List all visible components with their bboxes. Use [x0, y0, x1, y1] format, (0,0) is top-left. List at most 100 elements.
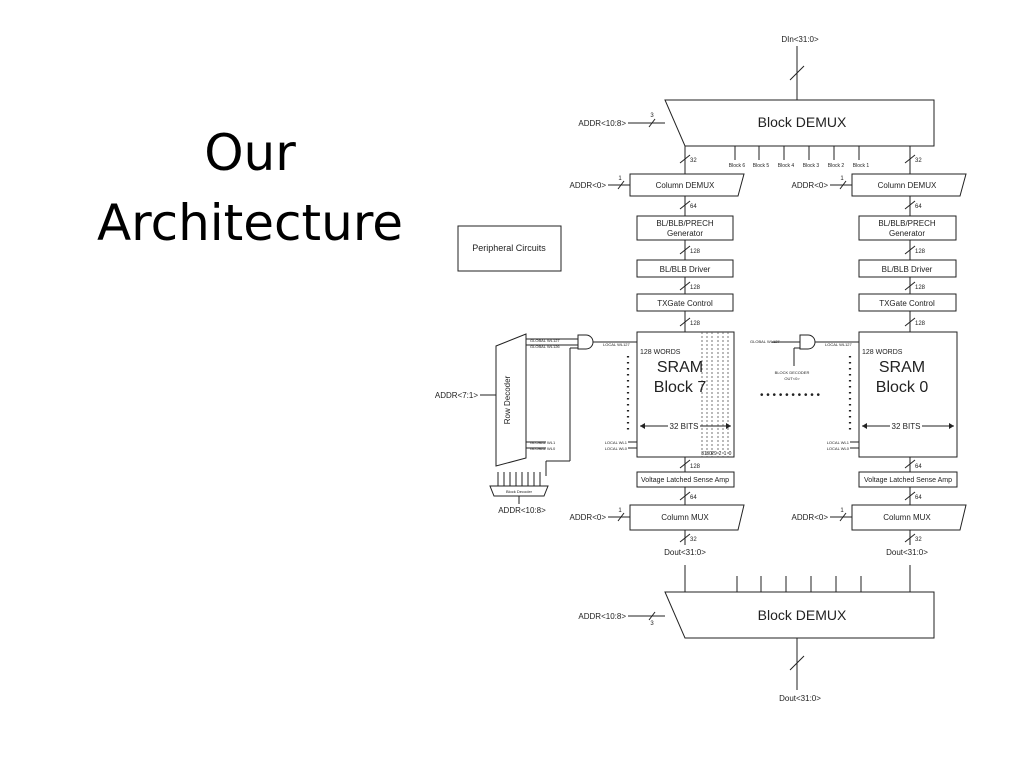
- bus-width-1-left-top: 1: [618, 176, 622, 182]
- tap-label-block-2: Block 2: [828, 163, 845, 169]
- addr-0-left-bottom-label: ADDR<0>: [570, 513, 607, 522]
- global-wl127-right: GLOBAL WL127: [750, 339, 780, 344]
- txgate-right-label: TXGate Control: [879, 299, 935, 308]
- and-gate-left: [577, 334, 594, 350]
- bl-prech-generator-left: [636, 215, 734, 241]
- block-decoder-label: Block Decoder: [506, 489, 533, 494]
- words-label-block-7: 128 WORDS: [640, 349, 681, 356]
- col-label-2: 2: [719, 451, 722, 457]
- global-wl127-left: GLOBAL WL127: [530, 338, 560, 343]
- global-wl1-left: GLOBAL WL1: [530, 440, 556, 445]
- bus-width-32-right-bottom: 32: [915, 537, 922, 543]
- addr-0-right-bottom-label: ADDR<0>: [792, 513, 829, 522]
- bits-label-block-7: 32 BITS: [670, 422, 699, 431]
- txgate-control-right: [858, 293, 957, 312]
- local-wl0-left: LOCAL WL0: [605, 446, 628, 451]
- local-wl127-left: LOCAL WL127: [603, 342, 631, 347]
- bl-gen-right-line2: Generator: [889, 229, 925, 238]
- sram-label-block-7: SRAM: [657, 359, 703, 376]
- dout-left-label: Dout<31:0>: [664, 548, 706, 557]
- slide-title: Our Architecture: [40, 118, 460, 258]
- addr-0-right-top-label: ADDR<0>: [792, 181, 829, 190]
- addr-10-8-bottom-label: ADDR<10:8>: [578, 612, 626, 621]
- column-demux-right-label: Column DEMUX: [878, 181, 937, 190]
- bus-width-64-right-b: 64: [915, 495, 922, 501]
- bus-width-128-left-d: 128: [690, 464, 701, 470]
- sram-label-block-0: SRAM: [879, 359, 925, 376]
- column-demux-left-label: Column DEMUX: [656, 181, 715, 190]
- bitline-columns: [701, 332, 729, 457]
- bl-driver-right: [858, 259, 957, 278]
- title-line-2: Architecture: [96, 194, 404, 252]
- bus-width-3-top: 3: [650, 113, 654, 119]
- column-mux-left-label: Column MUX: [661, 513, 709, 522]
- tap-label-block-3: Block 3: [803, 163, 820, 169]
- block-decoder-out-line1: BLOCK DECODER: [775, 370, 810, 375]
- dout-bottom-label: Dout<31:0>: [779, 694, 821, 703]
- column-index-labels: 31 30 29 2 1 0: [701, 451, 731, 457]
- col-label-29: 29: [711, 451, 717, 457]
- block-decoder: [489, 485, 549, 497]
- sense-amp-right: [858, 471, 958, 488]
- bus-width-128-right-b: 128: [915, 285, 926, 291]
- tap-label-block-5: Block 5: [753, 163, 770, 169]
- column-mux-right-label: Column MUX: [883, 513, 931, 522]
- bl-driver-right-label: BL/BLB Driver: [882, 265, 933, 274]
- block-demux-top: [664, 99, 935, 147]
- bus-width-64-left-a: 64: [690, 204, 697, 210]
- block-decoder-inputs: [497, 472, 541, 486]
- dout-right-label: Dout<31:0>: [886, 548, 928, 557]
- sense-amp-right-label: Voltage Latched Sense Amp: [864, 477, 952, 484]
- row-decoder: [495, 333, 527, 467]
- bl-prech-generator-right: [858, 215, 957, 241]
- bus-width-64-left-b: 64: [690, 495, 697, 501]
- addr-0-left-top-label: ADDR<0>: [570, 181, 607, 190]
- tap-label-block-6: Block 6: [729, 163, 746, 169]
- block-demux-taps: Block 6 Block 5 Block 4 Block 3 Block 2 …: [729, 146, 869, 169]
- peripheral-circuits-box: [457, 225, 562, 272]
- column-mux-left: [629, 504, 745, 531]
- sense-amp-left-label: Voltage Latched Sense Amp: [641, 477, 729, 484]
- txgate-left-label: TXGate Control: [657, 299, 713, 308]
- addr-10-8-top-label: ADDR<10:8>: [578, 119, 626, 128]
- blocks-ellipsis: • • • • • • • • • •: [760, 390, 821, 401]
- local-wl0-right: LOCAL WL0: [827, 446, 850, 451]
- global-wl0-left: GLOBAL WL0: [530, 446, 556, 451]
- bus-width-1-right-bottom: 1: [840, 508, 844, 514]
- addr-7-1-label: ADDR<7:1>: [435, 391, 478, 400]
- words-label-block-0: 128 WORDS: [862, 349, 903, 356]
- bus-width-3-bottom: 3: [650, 621, 654, 627]
- block-0-label: Block 0: [876, 379, 929, 396]
- local-wl127-right: LOCAL WL127: [825, 342, 853, 347]
- col-label-0: 0: [729, 451, 732, 457]
- bus-width-1-left-bottom: 1: [618, 508, 622, 514]
- column-mux-right: [851, 504, 967, 531]
- addr-10-8-decoder-label: ADDR<10:8>: [498, 506, 546, 515]
- tap-label-block-4: Block 4: [778, 163, 795, 169]
- title-line-1: Our: [204, 124, 296, 182]
- bus-width-128-left-b: 128: [690, 285, 701, 291]
- bus-width-32-left-bottom: 32: [690, 537, 697, 543]
- local-wl1-left: LOCAL WL1: [605, 440, 628, 445]
- bus-width-64-right-c: 64: [915, 464, 922, 470]
- local-wl1-right: LOCAL WL1: [827, 440, 850, 445]
- bus-width-128-left-a: 128: [690, 249, 701, 255]
- bl-gen-left-line2: Generator: [667, 229, 703, 238]
- column-demux-right: [851, 173, 967, 197]
- block-demux-top-label: Block DEMUX: [758, 114, 847, 130]
- col-label-31: 31: [701, 451, 707, 457]
- bits-label-block-0: 32 BITS: [892, 422, 921, 431]
- bl-gen-left-line1: BL/BLB/PRECH: [656, 219, 714, 228]
- bl-driver-left-label: BL/BLB Driver: [660, 265, 711, 274]
- block-decoder-out-line2: OUT<0>: [784, 376, 800, 381]
- col-label-1: 1: [724, 451, 727, 457]
- global-wl126-left: GLOBAL WL126: [530, 344, 560, 349]
- sram-block-0: [858, 331, 958, 458]
- peripheral-circuits-label: Peripheral Circuits: [472, 243, 546, 253]
- column-demux-left: [629, 173, 745, 197]
- bus-width-32-right-top: 32: [915, 158, 922, 164]
- bl-gen-right-line1: BL/BLB/PRECH: [878, 219, 936, 228]
- bus-width-32-left-top: 32: [690, 158, 697, 164]
- din-label: DIn<31:0>: [781, 35, 819, 44]
